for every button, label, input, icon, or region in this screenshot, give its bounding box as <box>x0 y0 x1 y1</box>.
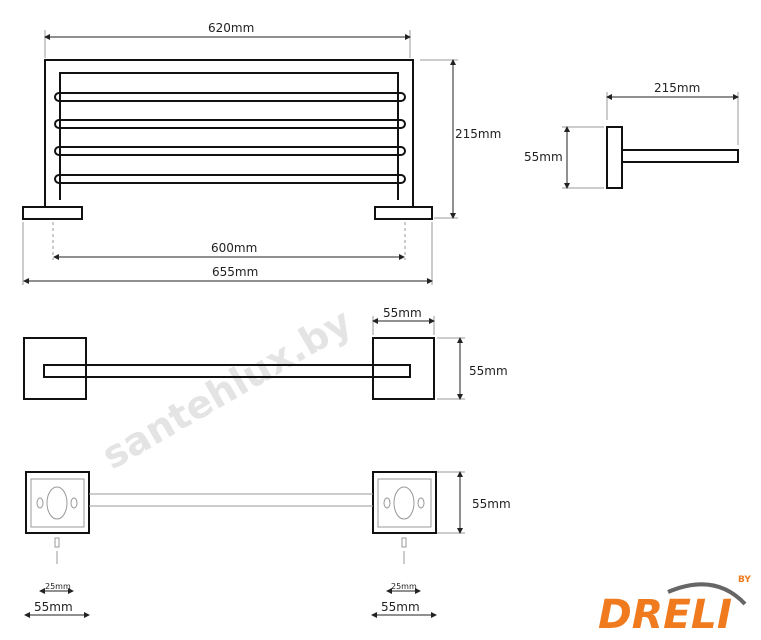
dim-left-hole: 25mm <box>45 582 71 591</box>
dreli-logo: DRELI BY <box>598 575 751 638</box>
logo-suffix: BY <box>738 575 751 585</box>
top-view: 55mm 55mm <box>23 306 508 400</box>
dim-side-plate: 55mm <box>524 150 563 164</box>
dim-plate-height: 55mm <box>469 364 508 378</box>
dim-mount-height: 55mm <box>472 497 511 511</box>
dim-inner: 600mm <box>211 241 257 255</box>
dim-width: 620mm <box>208 21 254 35</box>
dim-plate-width: 55mm <box>383 306 422 320</box>
watermark: santehlux.by <box>95 300 360 478</box>
mount-plate-right <box>372 471 437 564</box>
mount-view: 55mm 25mm 55mm 25mm 55mm <box>24 471 511 618</box>
logo-text: DRELI <box>598 592 732 638</box>
dim-left-plate: 55mm <box>34 600 73 614</box>
dim-right-hole: 25mm <box>391 582 417 591</box>
dim-right-plate: 55mm <box>381 600 420 614</box>
dim-depth: 215mm <box>654 81 700 95</box>
dim-height: 215mm <box>455 127 501 141</box>
mount-plate-left <box>25 471 90 564</box>
side-view: 215mm 55mm <box>524 81 739 189</box>
front-view: 620mm 215mm 600mm 655mm <box>22 21 501 285</box>
dim-overall: 655mm <box>212 265 258 279</box>
